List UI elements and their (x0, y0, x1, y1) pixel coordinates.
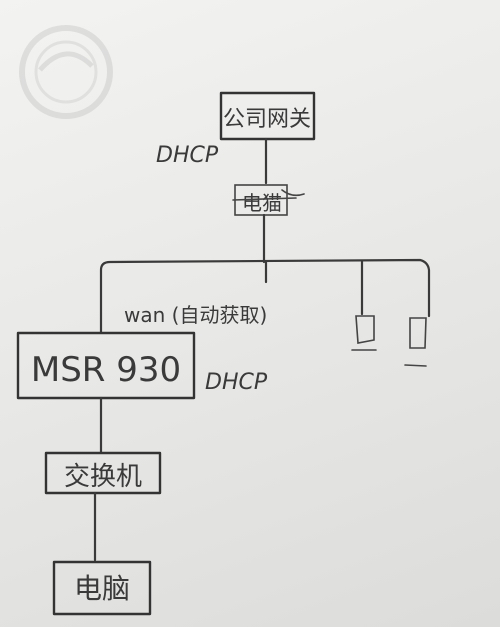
modem-scribble (232, 189, 305, 201)
switch-label: 交换机 (64, 462, 142, 492)
gateway-box (219, 91, 316, 141)
router-box (16, 331, 196, 400)
stamp-logo (19, 25, 113, 119)
router-label: MSR 930 (31, 350, 181, 390)
switch-box (44, 451, 162, 495)
endpoint-device-1 (351, 315, 377, 351)
gateway-label: 公司网关 (223, 107, 311, 132)
bus-line (99, 258, 431, 334)
dhcp-label-router: DHCP (205, 370, 268, 395)
computer-label: 电脑 (74, 572, 130, 605)
dhcp-label-top: DHCP (156, 143, 219, 168)
modem-label: 电猫 (242, 191, 282, 215)
endpoint-device-2 (404, 317, 427, 367)
wan-label: wan (自动获取) (124, 303, 267, 327)
computer-box (52, 560, 152, 616)
